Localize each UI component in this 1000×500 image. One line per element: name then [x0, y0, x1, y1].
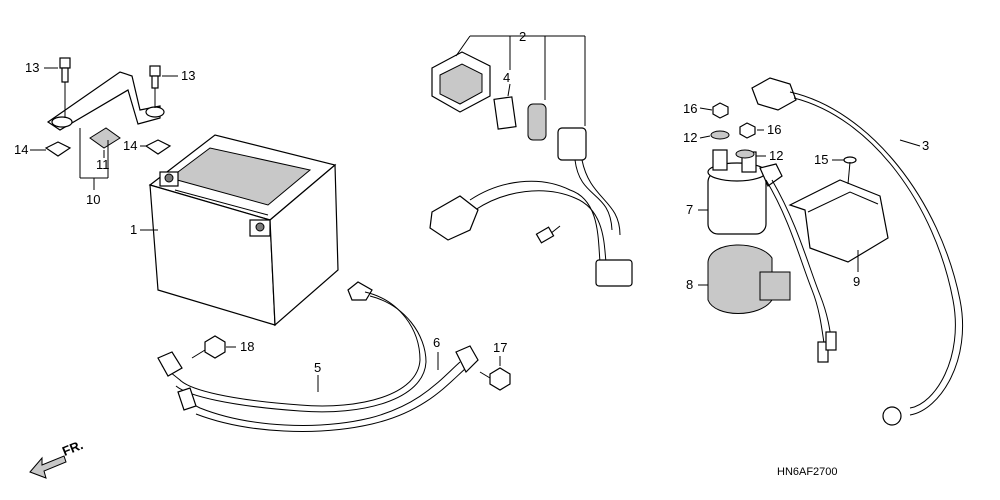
callout-8: 8 [686, 277, 694, 292]
battery-bracket [46, 71, 165, 131]
callout-16-right: 16 [767, 122, 782, 137]
relay-rubber-cover [707, 244, 791, 314]
battery [148, 134, 339, 327]
nut-14-right [144, 139, 172, 155]
bolt-13-left [59, 57, 71, 118]
callout-3: 3 [922, 138, 930, 153]
callout-11: 11 [96, 157, 110, 172]
callout-2: 2 [519, 29, 527, 44]
callout-6: 6 [433, 335, 441, 350]
callout-18: 18 [240, 339, 255, 354]
bolt-17 [479, 367, 511, 391]
callout-12-left: 12 [683, 130, 698, 145]
callout-14-left: 14 [14, 142, 29, 157]
callout-4: 4 [503, 70, 511, 85]
callout-13-right: 13 [181, 68, 196, 83]
callout-14-right: 14 [123, 138, 138, 153]
callout-15: 15 [814, 152, 829, 167]
nut-14-left [44, 141, 72, 157]
nut-16-left [712, 102, 729, 119]
callout-13-left: 13 [25, 60, 40, 75]
starter-relay [707, 149, 783, 235]
nut-16-right [739, 122, 756, 139]
diagram-code: HN6AF2700 [777, 466, 838, 478]
callout-12-right: 12 [769, 148, 784, 163]
callout-10: 10 [86, 192, 101, 207]
battery-negative-cable [177, 345, 479, 432]
callout-1: 1 [130, 222, 138, 237]
bolt-13-right [149, 65, 161, 108]
bolt-18 [191, 335, 226, 359]
washer-12-right [735, 149, 755, 159]
callout-17: 17 [493, 340, 508, 355]
callout-5: 5 [314, 360, 322, 375]
bolt-15 [843, 156, 857, 185]
callout-7: 7 [686, 202, 694, 217]
front-direction-arrow-icon [29, 455, 67, 479]
starter-motor-cable [751, 77, 964, 426]
battery-positive-cable [157, 281, 427, 413]
callout-16-left: 16 [683, 101, 698, 116]
rubber-pad-11 [89, 127, 121, 149]
washer-12-left [710, 130, 730, 140]
starter-relay-harness [429, 35, 633, 287]
relay-bracket [788, 179, 889, 263]
callout-9: 9 [853, 274, 861, 289]
